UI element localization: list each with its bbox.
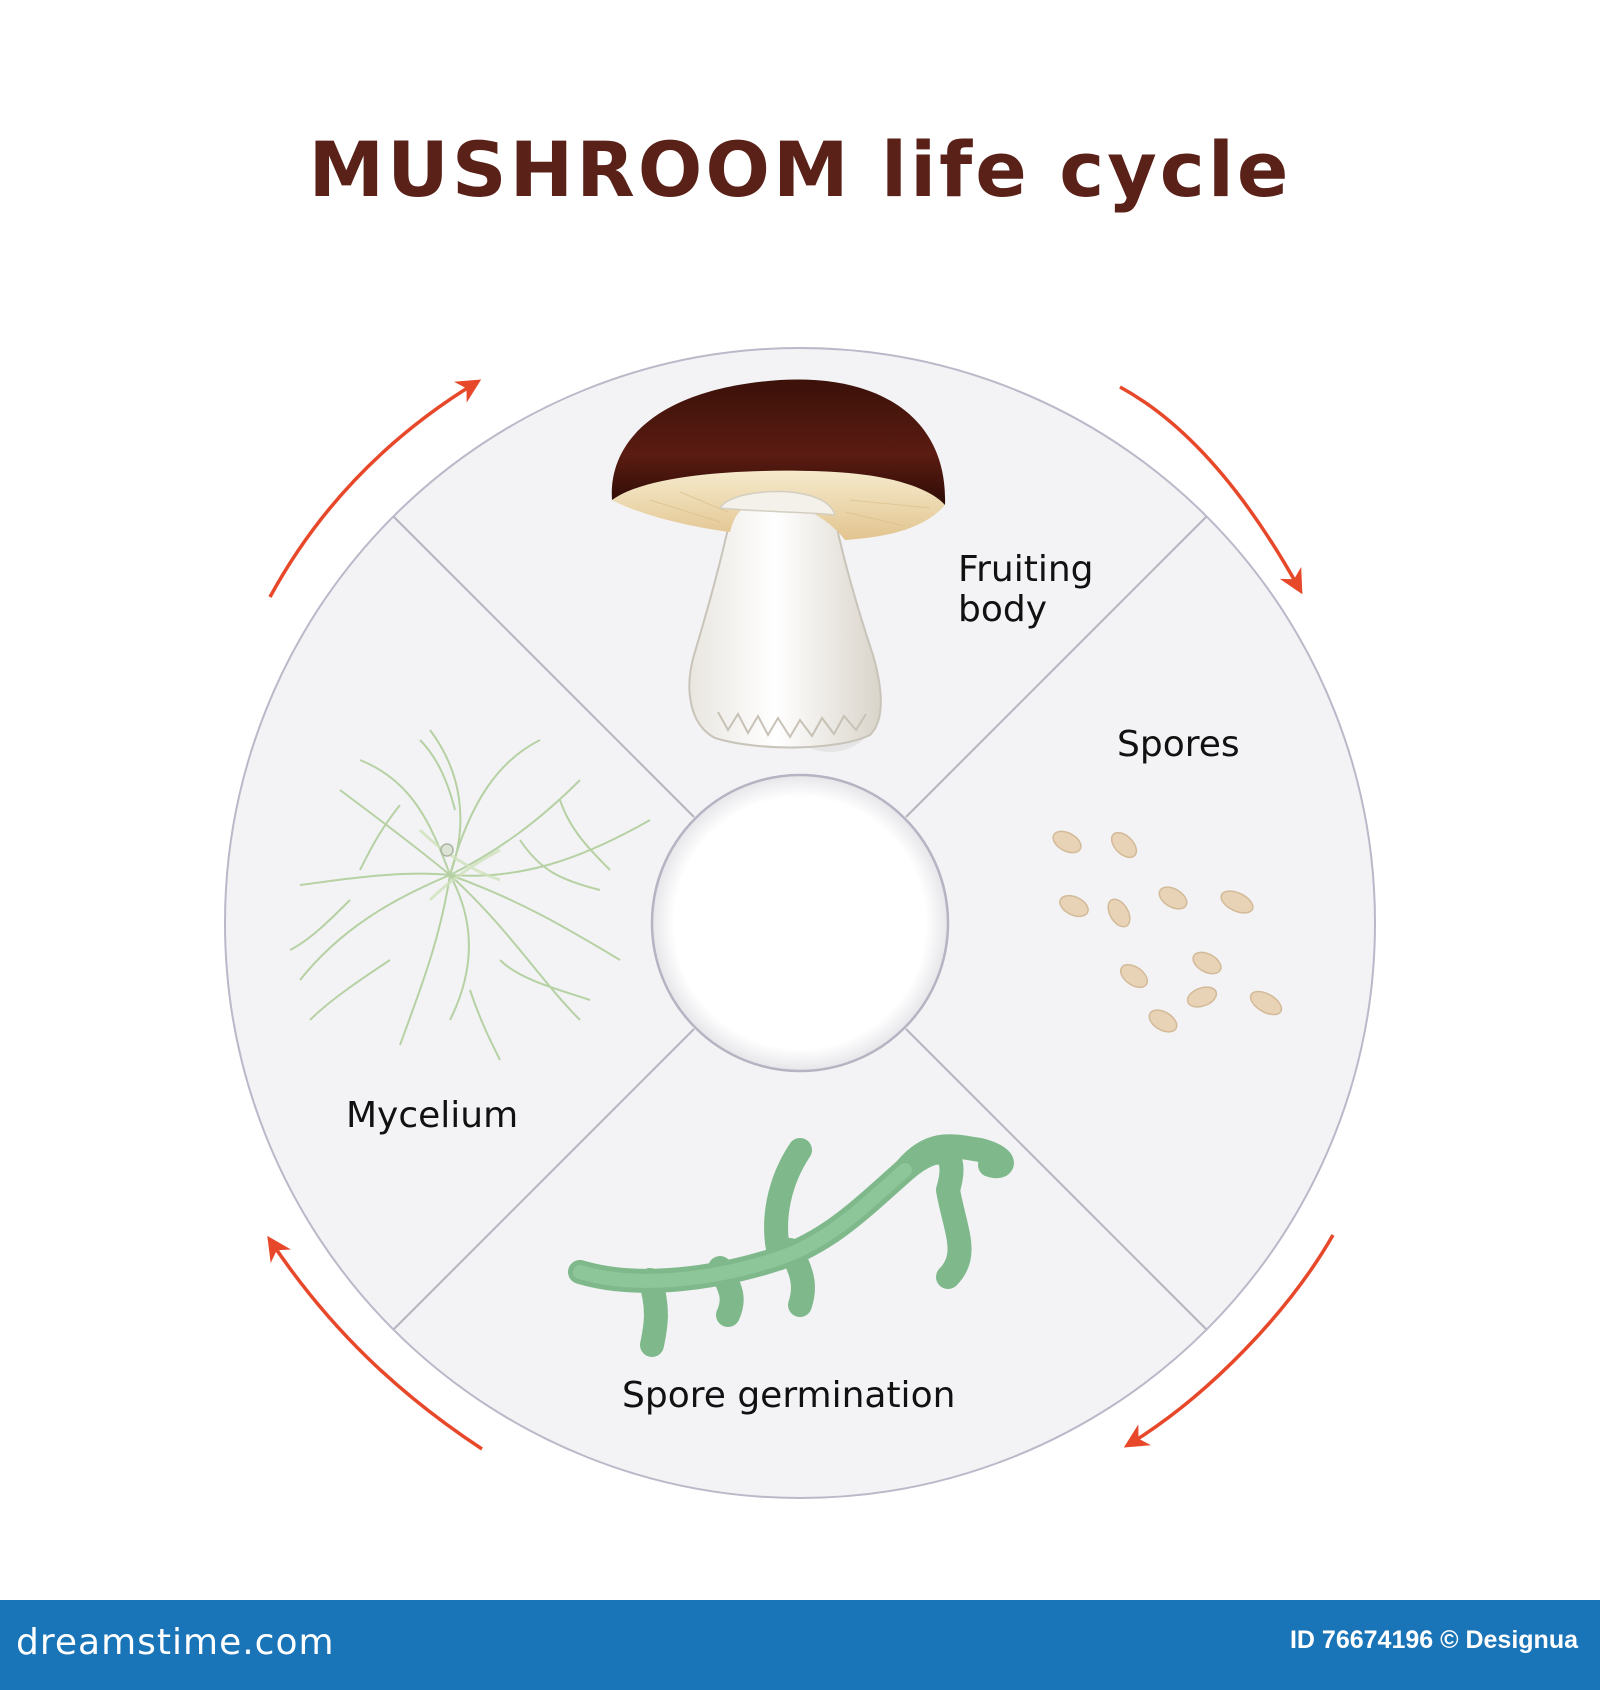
arrow-spores-to-germination — [1123, 1234, 1335, 1448]
brand-logo[interactable]: dreamstime.com — [16, 1622, 335, 1663]
arrow-germination-to-mycelium — [267, 1235, 483, 1451]
mycelium-illustration — [289, 729, 651, 1061]
diagram-title: MUSHROOM life cycle — [308, 125, 1292, 214]
life-cycle-diagram — [224, 347, 1376, 1499]
mushroom-cap — [611, 379, 946, 505]
label-fruiting-body: Fruiting body — [958, 549, 1094, 631]
arrow-mycelium-to-fruiting — [268, 379, 482, 598]
arrow-fruiting-to-spores — [1119, 385, 1303, 595]
germination-illustration — [568, 1134, 1014, 1357]
stock-id: ID 76674196 © Designua — [1289, 1626, 1578, 1654]
spores-illustration — [1052, 830, 1283, 1033]
quadrant-dividers — [393, 516, 1207, 1330]
center-hole — [650, 773, 950, 1073]
mushroom-stem — [688, 504, 882, 749]
mycelium-center — [418, 828, 501, 902]
mushroom-gills — [612, 469, 945, 540]
mushroom-illustration — [611, 379, 946, 752]
cycle-arrows — [267, 379, 1335, 1451]
label-mycelium: Mycelium — [346, 1095, 519, 1136]
footer-bar: dreamstime.com ID 76674196 © Designua — [0, 1600, 1600, 1690]
label-spores: Spores — [1117, 724, 1240, 765]
label-spore-germination: Spore germination — [622, 1375, 956, 1416]
